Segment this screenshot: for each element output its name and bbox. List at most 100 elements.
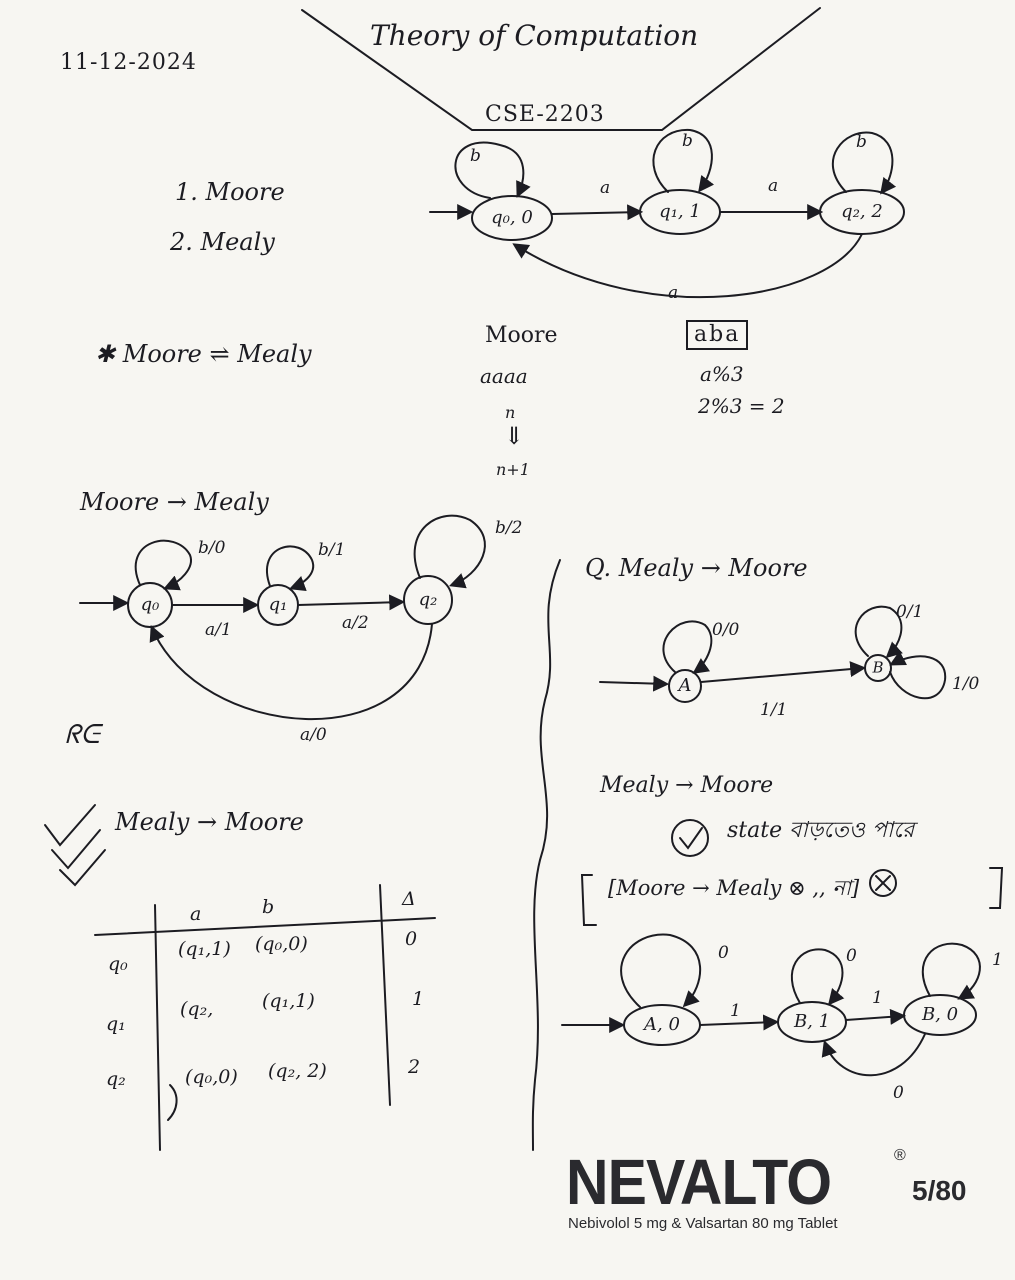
table-cell: (q₁,1) [178,938,231,960]
m-loop-a0 [620,933,702,1008]
brand-footer: NEVALTO ® 5/80 Nebivolol 5 mg & Valsarta… [566,1145,967,1232]
circled-x [869,869,897,897]
registered-mark: ® [894,1147,906,1164]
table-cell: 1 [412,988,425,1010]
q-loop-b-top [854,605,903,659]
m-edge-b0-b1 [821,1033,926,1077]
m-loop-b1 [790,948,845,1006]
topic-item: 1. Moore [175,178,285,206]
mtm-loop-q1 [266,545,315,591]
moore-input: aaaa [480,364,528,388]
moore-label: Moore [485,323,558,348]
table-header: a [190,903,202,925]
loop-label: b [856,132,867,152]
mtm-loop-q2 [413,514,486,589]
topic-item: 2. Mealy [170,228,275,256]
edge-label: a/1 [205,620,232,640]
table-vline-left [154,904,161,1151]
loop-q1 [652,128,715,193]
signature: ᖇᕮ [65,720,100,750]
edge-label: 1 [730,1001,741,1021]
loop-label: b/1 [318,540,346,560]
m-edge-b1-b0 [845,1008,907,1025]
loop-q0 [454,141,531,199]
state-label: A [678,675,692,696]
q-edge-a-b [700,661,867,683]
edge-label: a [600,178,611,198]
mtm-edge-q2-q0 [149,623,433,720]
loop-label: 1/0 [952,674,980,694]
table-bracket [167,1084,178,1121]
loop-label: b/0 [198,538,226,558]
mtm-edge-q1-q2 [297,594,406,611]
loop-label: b [470,146,481,166]
date: 11-12-2024 [60,50,197,75]
state-label: q₂, 2 [841,201,883,222]
state-label: q₁, 1 [659,201,701,222]
state-label: q₁ [268,594,288,615]
check-scribble [44,804,106,887]
table-cell: (q₂, 2) [268,1060,327,1082]
bracket-left [580,874,597,926]
loop-label: 0 [718,943,729,963]
loop-label: 1 [992,950,1003,970]
loop-label: 0/1 [896,602,924,622]
q-start-arrow [599,675,670,692]
brand-subtitle: Nebivolol 5 mg & Valsartan 80 mg Tablet [568,1215,838,1232]
section-divider [531,559,561,1151]
boxed-input: aba [686,320,749,350]
title-banner-line [301,7,821,131]
down-arrow: ⇓ [504,422,525,450]
q-loop-a [662,620,713,674]
state-label: q₀, 0 [491,207,533,228]
section-heading: Moore → Mealy [80,488,269,516]
n-label: n [505,403,516,422]
loop-label: 0/0 [712,620,740,640]
table-vline-right [379,884,391,1106]
edge-label: 1/1 [760,700,788,720]
edge-label: a [768,176,779,196]
table-row-state: q₀ [108,953,128,975]
state-label: q₂ [418,589,438,610]
table-cell: (q₂, [180,998,214,1020]
table-hline [94,917,436,936]
m-edge-a0-b1 [699,1014,780,1031]
table-cell: (q₀,0) [185,1066,238,1088]
loop-label: b [682,131,693,151]
edge-label: 0 [893,1083,904,1103]
note-line: state বাড়তেও পারে [727,818,915,843]
table-cell: 0 [405,928,418,950]
table-cell: (q₀,0) [255,933,308,955]
edge-q2-q0 [512,233,863,299]
edge-q0-q1 [551,204,644,221]
table-cell: 2 [408,1056,421,1078]
mod-line: 2%3 = 2 [698,394,785,418]
table-header: Δ [402,888,416,910]
loop-label: 0 [846,946,857,966]
n-plus-one-label: n+1 [496,460,530,479]
state-label: B, 1 [793,1011,831,1032]
note-line: Mealy → Moore [600,773,774,798]
page-title: Theory of Computation [370,19,699,52]
course-code: CSE-2203 [485,102,605,127]
state-label: B, 0 [921,1004,959,1025]
loop-q2 [831,131,897,195]
table-row-state: q₂ [106,1068,126,1090]
section-heading: Mealy → Moore [115,808,304,836]
q-loop-b-right [889,650,947,700]
m-loop-b0 [921,942,981,1000]
mod-line: a%3 [700,362,744,386]
edge-label: a/2 [342,613,369,633]
edge-label: a [668,283,679,303]
table-header: b [262,896,275,918]
edge-label: a/0 [300,725,327,745]
note-line: [Moore → Mealy ⊗ ,, না] [608,876,860,900]
brand-name: NEVALTO [566,1146,832,1218]
equivalence-note: ✱ Moore ⇌ Mealy [95,340,312,368]
state-label: B [872,658,884,677]
mtm-loop-q0 [134,539,192,591]
brand-dose: 5/80 [912,1175,967,1206]
state-label: A, 0 [644,1014,680,1035]
edge-label: 1 [872,988,883,1008]
